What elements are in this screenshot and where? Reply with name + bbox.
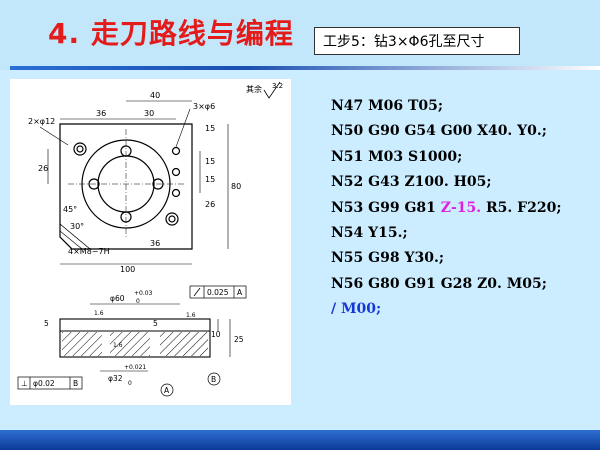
ra-1-6-b: 1.6: [113, 342, 123, 349]
code-line: N53 G99 G81 Z-15. R5. F220;: [331, 196, 562, 221]
dim-phi32: φ32: [108, 374, 123, 383]
dim-phi32-tol-upper: +0.021: [124, 364, 146, 371]
code-line-suffix: R5. F220;: [481, 199, 562, 216]
dim-5-b: 5: [153, 319, 158, 328]
dim-36-top: 36: [96, 109, 106, 118]
angle-30: 30°: [70, 222, 84, 231]
code-line: / M00;: [331, 301, 382, 318]
svg-text:⊥: ⊥: [21, 379, 28, 388]
code-line-prefix: N53 G99 G81: [331, 199, 441, 216]
code-line: N56 G80 G91 G28 Z0. M05;: [331, 275, 547, 292]
angle-45: 45°: [63, 205, 77, 214]
dim-phi32-tol-lower: 0: [128, 380, 132, 387]
nc-program: N47 M06 T05; N50 G90 G54 G00 X40. Y0.; N…: [331, 94, 562, 323]
code-line: N47 M06 T05;: [331, 98, 444, 114]
flatness-datum: A: [237, 288, 243, 297]
engineering-drawing: 其余 3.2: [10, 79, 291, 405]
dim-40: 40: [150, 91, 160, 100]
code-line-highlight: Z-15.: [440, 199, 482, 216]
roughness-label: 其余: [246, 84, 262, 94]
flatness-value: 0.025: [207, 288, 229, 297]
code-line: N54 Y15.;: [331, 224, 408, 241]
dim-80: 80: [231, 182, 241, 191]
dim-5-a: 5: [44, 319, 49, 328]
drill-hole-1: [171, 146, 181, 156]
header-divider: [10, 66, 600, 70]
code-line: N50 G90 G54 G00 X40. Y0.;: [331, 123, 547, 140]
dim-phi60-tol-lower: 0: [136, 298, 140, 305]
perpendicularity-datum: B: [73, 379, 78, 388]
code-line: N55 G98 Y30.;: [331, 250, 444, 267]
datum-circle-b: B: [211, 375, 216, 384]
step-caption: 工步5：钻3×Φ6孔至尺寸: [314, 27, 520, 55]
ra-1-6-a: 1.6: [94, 310, 104, 317]
dim-phi60-tol-upper: +0.03: [134, 290, 153, 297]
dim-25: 25: [234, 335, 244, 344]
section-outline: [59, 318, 211, 358]
dim-100: 100: [120, 265, 135, 274]
label-3-holes: 3×φ6: [193, 102, 215, 111]
drill-hole-2: [171, 167, 181, 177]
dim-10: 10: [211, 330, 221, 339]
dim-26-right: 26: [205, 200, 215, 209]
drill-hole-3: [171, 188, 181, 198]
hole-br: [165, 212, 179, 226]
perpendicularity-value: φ0.02: [33, 379, 55, 388]
dim-15-b: 15: [205, 157, 215, 166]
dim-30: 30: [144, 109, 154, 118]
dim-26-left: 26: [38, 164, 48, 173]
hole-tl: [73, 142, 87, 156]
thread-label: 4×M8−7H: [68, 247, 110, 256]
footer-band: [0, 430, 600, 450]
dim-36-bottom: 36: [150, 239, 160, 248]
slide-title: 4. 走刀路线与编程: [48, 17, 294, 50]
label-2-holes: 2×φ12: [28, 117, 55, 126]
datum-circle-a: A: [164, 386, 170, 395]
dim-phi60: φ60: [110, 294, 125, 303]
code-line: N52 G43 Z100. H05;: [331, 174, 492, 191]
ra-1-6-c: 1.6: [186, 312, 196, 319]
dim-15-a: 15: [205, 124, 215, 133]
code-line: N51 M03 S1000;: [331, 148, 463, 165]
dim-15-c: 15: [205, 175, 215, 184]
